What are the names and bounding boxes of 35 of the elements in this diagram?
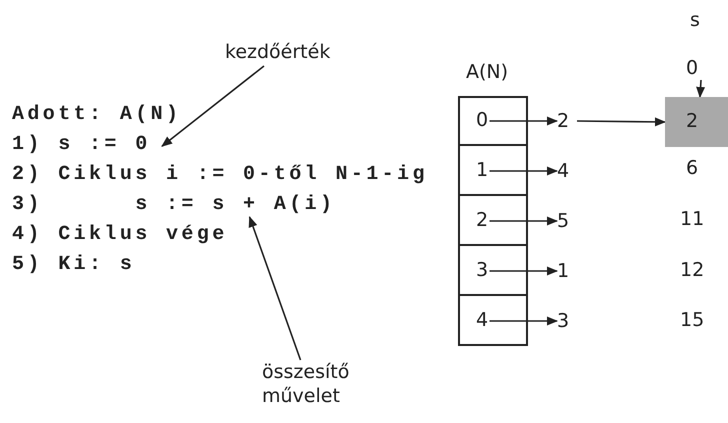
annotation-text: kezdőérték [225, 40, 355, 66]
value-text: 3 [557, 309, 577, 333]
value-text: 6 [686, 156, 716, 180]
leader-line [248, 216, 302, 360]
column-header: s [690, 8, 700, 32]
code-line: Adott: A(N) [12, 103, 182, 127]
arrow [490, 166, 558, 176]
annotation-text: összesítő művelet [262, 360, 372, 412]
array-cell: 1 [458, 146, 528, 196]
array-title: A(N) [466, 60, 508, 84]
code-line: 5) Ki: s [12, 253, 136, 277]
array-cell: 4 [458, 296, 528, 346]
arrow [490, 116, 558, 126]
value-text: 0 [686, 56, 716, 80]
arrow [490, 216, 558, 226]
array-cell: 2 [458, 196, 528, 246]
arrow [696, 80, 706, 98]
value-text: 5 [557, 209, 577, 233]
code-line: 3) s := s + A(i) [12, 193, 372, 217]
code-line: 1) s := 0 [12, 133, 162, 157]
array-cell: 0 [458, 96, 528, 146]
arrow [490, 316, 558, 326]
arrow [577, 117, 666, 126]
arrow [490, 266, 558, 276]
highlighted-cell: 2 [665, 97, 728, 147]
code-line: 2) Ciklus i := 0-től N-1-ig [12, 163, 428, 187]
value-text: 2 [557, 109, 577, 133]
array-cell: 3 [458, 246, 528, 296]
code-line: 4) Ciklus vége [12, 223, 228, 247]
value-text: 12 [680, 258, 720, 282]
value-text: 11 [680, 207, 720, 231]
value-text: 15 [680, 308, 720, 332]
value-text: 4 [557, 159, 577, 183]
value-text: 1 [557, 259, 577, 283]
leader-line [161, 65, 264, 147]
